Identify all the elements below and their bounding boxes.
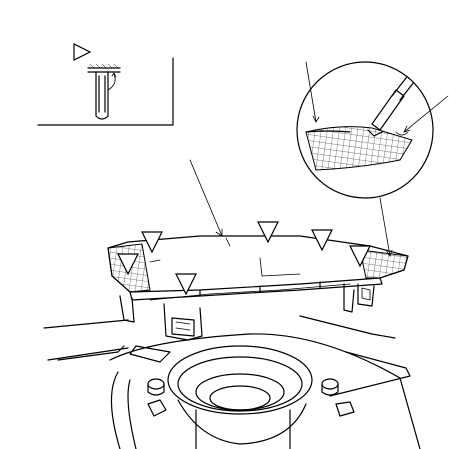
bolt-right xyxy=(321,378,339,396)
detail-inset xyxy=(37,43,174,126)
triangle-marker-icon xyxy=(257,221,279,244)
triangle-marker-icon xyxy=(311,229,333,252)
zoom-detail xyxy=(296,61,449,257)
triangle-marker-icon xyxy=(141,231,163,254)
triangle-marker-icon xyxy=(349,245,371,268)
clip-left-underside xyxy=(119,295,203,341)
clip-right-underside xyxy=(343,283,375,313)
triangle-marker-icon xyxy=(175,273,197,296)
triangle-marker-icon xyxy=(117,253,139,276)
speaker-well xyxy=(147,345,355,449)
floor-panel xyxy=(43,315,421,449)
detail-triangle-marker-icon xyxy=(73,43,92,61)
clip-markers xyxy=(117,221,371,296)
bolt-left xyxy=(147,378,165,396)
